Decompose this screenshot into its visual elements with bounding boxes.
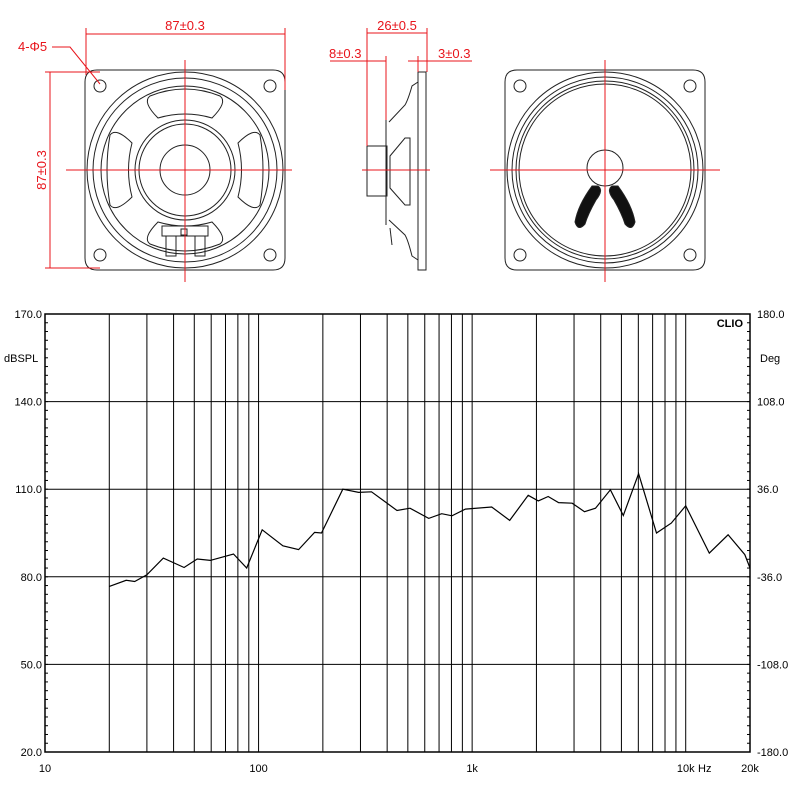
depth-dimension-label: 26±0.5 xyxy=(377,18,417,33)
spl-curve xyxy=(109,471,751,587)
height-dimension-label: 87±0.3 xyxy=(34,150,49,190)
x-tick-label: 10 xyxy=(39,763,51,775)
lead-wire-icon xyxy=(608,185,636,228)
y-tick-label: 110.0 xyxy=(15,484,42,496)
y-tick-label: 20.0 xyxy=(21,747,42,759)
width-dimension-label: 87±0.3 xyxy=(165,18,205,33)
magnet-dimension-label: 8±0.3 xyxy=(329,46,361,61)
frequency-response-chart: 170.0 180.0 140.0 108.0 110.0 36.0 80.0 -36.0 50… xyxy=(4,309,788,775)
side-view-drawing xyxy=(366,71,427,271)
x-tick-label: 10k xyxy=(677,763,695,775)
y-tick-label: 50.0 xyxy=(21,659,42,671)
clio-brand-label: CLIO xyxy=(717,318,744,330)
y2-tick-label: -108.0 xyxy=(757,659,788,671)
x-axis-unit-label: Hz xyxy=(698,763,711,775)
y2-tick-label: -36.0 xyxy=(757,572,782,584)
mounting-hole-icon xyxy=(93,79,277,262)
y2-tick-label: 36.0 xyxy=(757,484,778,496)
axis-ticks xyxy=(45,313,750,753)
y-tick-label: 140.0 xyxy=(14,397,42,409)
x-tick-label: 20k xyxy=(741,763,759,775)
y-tick-label: 80.0 xyxy=(21,572,42,584)
y-tick-label: 170.0 xyxy=(14,309,42,321)
flange-dimension-label: 3±0.3 xyxy=(438,46,470,61)
y-axis-label: dBSPL xyxy=(4,353,38,365)
y2-axis-label: Deg xyxy=(760,353,780,365)
x-tick-label: 1k xyxy=(466,763,478,775)
x-tick-label: 100 xyxy=(249,763,267,775)
y2-tick-label: 108.0 xyxy=(757,397,785,409)
holes-dimension-label: 4-Φ5 xyxy=(18,39,47,54)
plot-frame xyxy=(44,313,751,753)
chart-grid xyxy=(45,314,751,752)
y2-tick-label: -180.0 xyxy=(757,747,788,759)
y2-tick-label: 180.0 xyxy=(757,309,785,321)
lead-wire-icon xyxy=(574,185,602,228)
dimension-lines xyxy=(45,28,720,282)
